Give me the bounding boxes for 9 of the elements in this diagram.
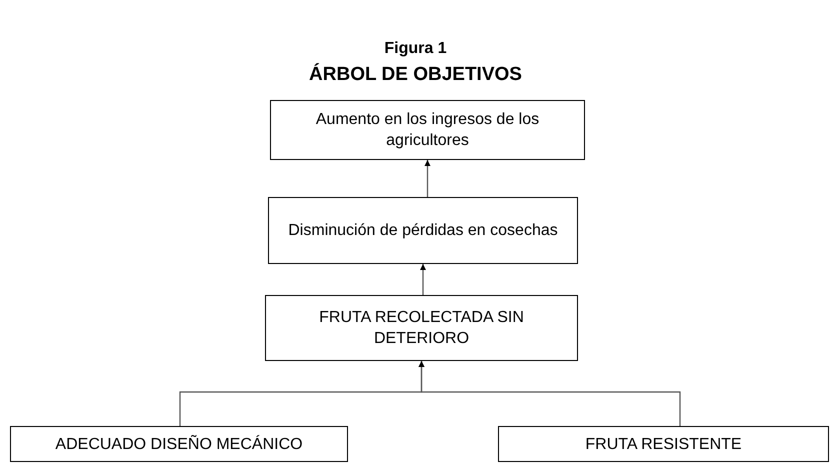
- figure-title: Figura 1 ÁRBOL DE OBJETIVOS: [308, 39, 523, 87]
- objective-box: ADECUADO DISEÑO MECÁNICO: [10, 426, 348, 462]
- objective-box: Aumento en los ingresos de los agricultores: [270, 100, 585, 160]
- objective-box: Disminución de pérdidas en cosechas: [268, 197, 578, 264]
- objective-box: FRUTA RESISTENTE: [498, 426, 829, 462]
- connector-arrow: [420, 264, 426, 295]
- connector-arrow: [418, 361, 681, 426]
- connector-arrow: [424, 160, 430, 197]
- objective-box: FRUTA RECOLECTADA SIN DETERIORO: [265, 295, 578, 361]
